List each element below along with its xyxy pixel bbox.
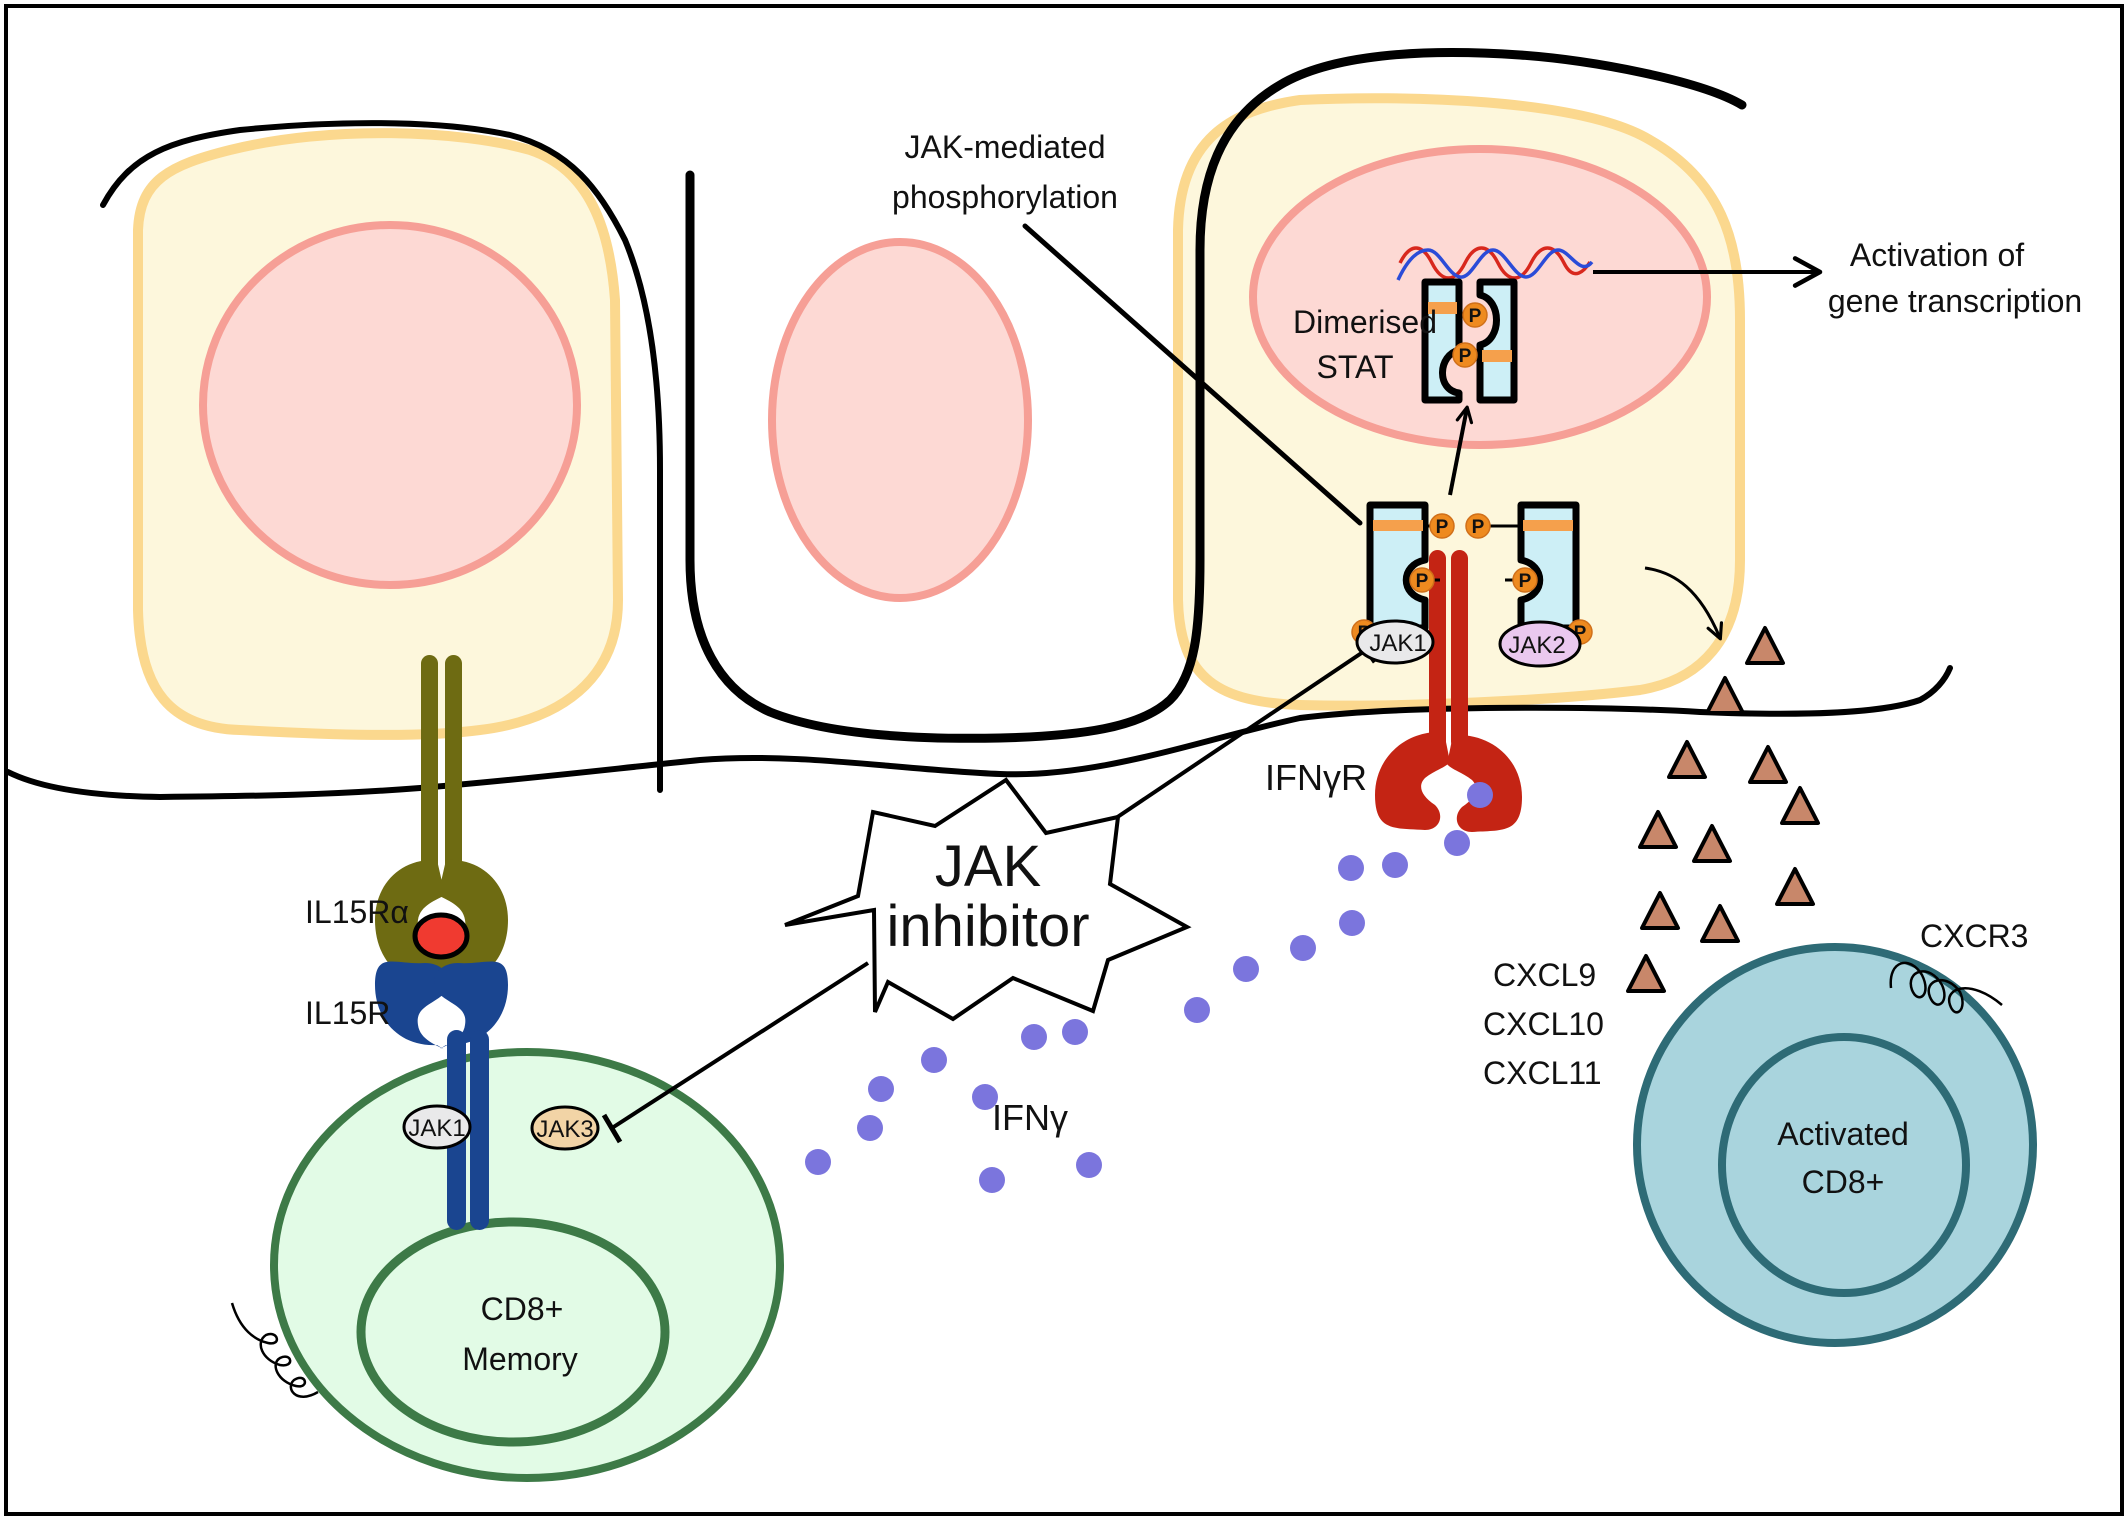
ifng-molecule (1338, 855, 1364, 881)
memory-cell-receptor-coil (230, 1302, 319, 1398)
chemokine-triangle (1692, 824, 1732, 863)
cxcl11-label: CXCL11 (1483, 1055, 1602, 1091)
jak-mediated-label-2: phosphorylation (892, 179, 1118, 215)
nucleus-middle (768, 238, 1032, 602)
jak2-ifngr-group: JAK2 (1498, 620, 1582, 668)
stat-dimer-left (1421, 278, 1463, 404)
chemokine-triangle (1705, 676, 1745, 715)
ifng-molecule (1076, 1152, 1102, 1178)
ifng-molecule (1444, 830, 1470, 856)
jak1-il15-label: JAK1 (408, 1115, 465, 1142)
gene-activation-label-1: Activation of (1850, 237, 2024, 273)
jak3-il15-label: JAK3 (536, 1116, 593, 1143)
phospho-stat-right-mid: P (1505, 567, 1538, 593)
memory-cell-label-1: CD8+ (481, 1291, 564, 1327)
jak1-il15 (402, 1104, 472, 1150)
chemokine-triangle (1775, 867, 1815, 906)
cxcl10-label: CXCL10 (1483, 1006, 1604, 1042)
il15r-label: IL15R (305, 995, 390, 1031)
stat-monomer-left (1366, 501, 1429, 632)
phospho-label: P (1416, 571, 1429, 592)
jak3-il15 (530, 1105, 600, 1151)
ifng-molecule (979, 1167, 1005, 1193)
jak-mediated-label-1: JAK-mediated (905, 129, 1106, 165)
nucleus-left (199, 221, 581, 589)
jak-inhibitor-label-1: JAK (935, 834, 1042, 899)
jak-inhibitor-starburst (784, 777, 1192, 1022)
ifng-molecule (1062, 1019, 1088, 1045)
jak2-ifngr (1498, 620, 1582, 668)
ifng-molecule (805, 1149, 831, 1175)
chemokine-triangle (1638, 810, 1678, 849)
ifng-molecule (857, 1115, 883, 1141)
il15r-receptor (375, 961, 508, 1050)
jak3-il15-group: JAK3 (530, 1105, 600, 1151)
il15ra-label: IL15Rα (305, 894, 409, 930)
phospho-label: P (1459, 346, 1472, 367)
cd8-memory-cell (270, 1048, 784, 1482)
phospho-label: P (1519, 571, 1532, 592)
epithelial-cell-left (133, 128, 624, 740)
jak2-ifngr-label: JAK2 (1508, 632, 1565, 659)
ifng-label: IFNγ (992, 1097, 1068, 1138)
phospho-label: P (1472, 517, 1485, 538)
phospho-groups-dimer: PP (1452, 302, 1488, 368)
secretion-arrow (1644, 566, 1724, 641)
translocation-arrow (1448, 405, 1474, 496)
inhibition-to-jak3 (601, 961, 870, 1144)
ifngr-receptor (1375, 550, 1522, 832)
memory-cell-label-2: Memory (462, 1341, 578, 1377)
ifng-molecule (1233, 956, 1259, 982)
cxcr3-receptor-coil (1889, 961, 2003, 1014)
ifng-molecule (1290, 935, 1316, 961)
chemokine-triangle (1780, 786, 1820, 825)
activated-cd8-cell (1633, 943, 2037, 1347)
cxcl9-label: CXCL9 (1493, 957, 1596, 993)
chemokine-triangle (1626, 954, 1666, 993)
phospho-stat-left-mid: P (1409, 567, 1440, 593)
chemokine-triangle (1700, 904, 1740, 943)
chemokine-triangle (1640, 891, 1680, 930)
chemokine-molecules (1626, 626, 1820, 993)
phospho-dimer-upper: P (1459, 302, 1488, 328)
chemokine-triangle (1667, 740, 1707, 779)
phospho-label: P (1436, 517, 1449, 538)
membrane-outline-left (100, 120, 663, 793)
stat-monomer-right (1517, 501, 1580, 632)
jak1-ifngr-label: JAK1 (1369, 630, 1426, 657)
jak1-ifngr (1355, 619, 1435, 665)
jak-inhibitor-label-2: inhibitor (886, 894, 1089, 959)
phospho-dimer-lower: P (1452, 342, 1480, 368)
phospho-stat-left-top: P (1425, 513, 1455, 539)
ifng-molecule (1184, 997, 1210, 1023)
ifng-molecule (1382, 852, 1408, 878)
chemokine-triangle (1745, 626, 1785, 665)
ifng-molecule (972, 1084, 998, 1110)
ifng-molecule (921, 1047, 947, 1073)
dimerised-stat-label-1: Dimerised (1293, 304, 1437, 340)
dna-helix (1396, 246, 1594, 281)
ifng-molecules (805, 782, 1493, 1193)
ifng-molecule (1021, 1024, 1047, 1050)
dimerised-stat-label-2: STAT (1316, 349, 1393, 385)
membrane-outline-middle (685, 48, 1747, 743)
il15-cytokine (412, 912, 470, 960)
cxcr3-label: CXCR3 (1920, 918, 2028, 954)
activated-cell-label-2: CD8+ (1802, 1164, 1885, 1200)
activated-cell-label-1: Activated (1777, 1116, 1909, 1152)
ifng-molecule (868, 1076, 894, 1102)
jak1-ifngr-group: JAK1 (1355, 619, 1435, 665)
ifng-molecule (1339, 910, 1365, 936)
stat-dimer-right (1476, 278, 1518, 404)
phospho-stat-right-top: P (1465, 513, 1521, 539)
phospho-label: P (1469, 306, 1482, 327)
ifng-molecule (1467, 782, 1493, 808)
chemokine-triangle (1748, 745, 1788, 784)
jak1-il15-group: JAK1 (402, 1104, 472, 1150)
gene-activation-label-2: gene transcription (1828, 283, 2082, 319)
phosphorylation-leader-line (1022, 223, 1363, 526)
ifngr-label: IFNγR (1265, 757, 1367, 798)
